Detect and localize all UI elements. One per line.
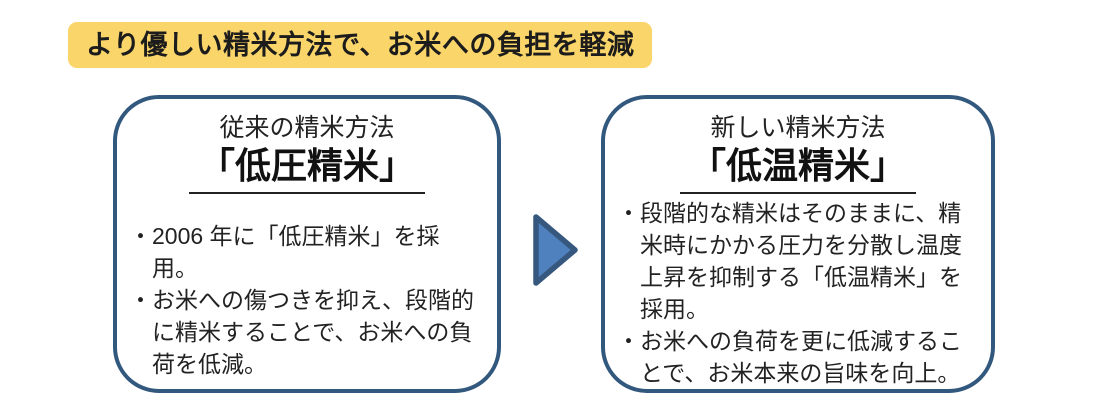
new-method-bullets: ・段階的な精米はそのままに、精米時にかかる圧力を分散し温度上昇を抑制する「低温精… <box>617 197 979 389</box>
new-method-subtitle: 新しい精米方法 <box>710 114 886 142</box>
title-banner: より優しい精米方法で、お米への負担を軽減 <box>68 22 653 68</box>
conventional-method-box: 従来の精米方法 「低圧精米」 ・2006 年に「低圧精米」を採用。 ・お米への傷… <box>113 95 501 393</box>
new-method-title: 「低温精米」 <box>679 144 916 195</box>
conventional-method-subtitle: 従来の精米方法 <box>219 114 395 142</box>
bullet-item: ・2006 年に「低圧精米」を採用。 <box>129 223 440 282</box>
bullet-item: ・お米への傷つきを抑え、段階的に精米することで、お米への負荷を低減。 <box>129 287 474 378</box>
bullet-item: ・段階的な精米はそのままに、精米時にかかる圧力を分散し温度上昇を抑制する「低温精… <box>617 200 962 323</box>
new-method-box: 新しい精米方法 「低温精米」 ・段階的な精米はそのままに、精米時にかかる圧力を分… <box>601 95 995 393</box>
conventional-method-title-wrap: 「低圧精米」 <box>129 144 485 195</box>
conventional-method-bullets: ・2006 年に「低圧精米」を採用。 ・お米への傷つきを抑え、段階的に精米するこ… <box>129 220 485 380</box>
new-method-title-wrap: 「低温精米」 <box>617 144 979 195</box>
conventional-method-title: 「低圧精米」 <box>188 144 425 195</box>
bullet-item: ・お米への負荷を更に低減することで、お米本来の旨味を向上。 <box>617 328 962 387</box>
arrow-right-icon <box>532 212 580 288</box>
